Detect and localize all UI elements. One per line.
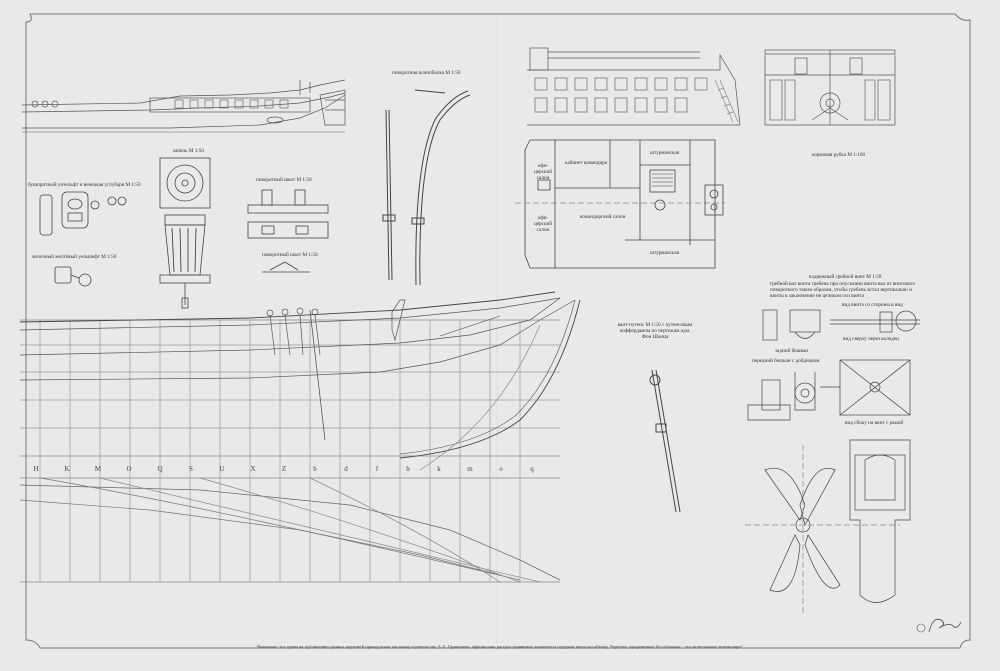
helmsman-bottom-label: штурманская: [650, 250, 680, 256]
commander-salon-label: командирский салон: [580, 214, 626, 220]
bow-cleat-drawing: [39, 191, 127, 236]
frame-letter: b: [313, 465, 317, 473]
frame-letter: X: [250, 465, 256, 473]
frame-letter: H: [33, 465, 39, 473]
signature-mark: [913, 612, 963, 638]
cabin-commander-label: кабинет командира: [565, 160, 608, 166]
gear-front-label: задний бешкан: [775, 348, 809, 354]
frame-letter: U: [219, 465, 225, 473]
frame-letter: h: [406, 465, 410, 473]
stern-cabin-label: кормовая рубка М 1:100: [812, 152, 866, 158]
turn-winch-label-1: поворотный шкот М 1:50: [256, 177, 312, 183]
frame-letter: k: [437, 465, 441, 473]
frame-letter: Q: [157, 465, 163, 473]
officer-salon-label-2: офи- церский салон: [533, 215, 553, 233]
gear-bottom-label: передний бешкан с добдицком: [752, 358, 820, 364]
capstan-label: шпиль М 1:50: [173, 148, 204, 154]
gear-desc-label: гребной вал винта гребень при опускании …: [770, 281, 916, 299]
gear-top-label: вид сверху через колодец: [843, 336, 899, 342]
bow-cleat-label: бушпритный унтельфт и венецкая углубаря …: [28, 182, 141, 188]
iron-cleat-drawing: [54, 266, 92, 287]
propeller-gear-drawing: [745, 309, 920, 615]
gear-side-label: вид винта со стороны в вид: [842, 302, 903, 308]
turn-winch-label-2: поворотный шкот М 1:50: [262, 252, 318, 258]
iron-cleat-label: железный желтёвый уельшефт М 1:50: [32, 254, 117, 260]
frame-letter: f: [375, 465, 379, 473]
frame-letter: M: [94, 465, 102, 473]
frame-letter: q: [530, 465, 534, 473]
frame-letter: d: [344, 465, 348, 473]
frame-letter: K: [64, 465, 70, 473]
chainplate-drawing: [649, 369, 681, 513]
davit-label: поворотная шлюпбалка М 1:50: [392, 70, 461, 76]
propeller-view-label: вид сбоку на винт с рамой: [845, 420, 904, 426]
capstan-drawing: [159, 157, 211, 309]
deck-plan: [515, 139, 725, 269]
frame-letter: S: [189, 465, 193, 473]
frame-letter: m: [467, 465, 473, 473]
officer-salon-label-1: офи- церский салон: [533, 163, 553, 181]
turn-winch-drawing: [247, 189, 329, 273]
deckhouse-elevation: [527, 47, 741, 126]
top-side-elevation: [21, 79, 346, 133]
frame-letter: O: [126, 465, 132, 473]
stern-cabin-drawing: [764, 49, 896, 126]
frame-letter: Z: [281, 465, 287, 473]
copyright-footer: Внимание: все права на публикацию данных…: [257, 644, 743, 649]
hull-lines-plan: [19, 291, 581, 583]
frame-letter: o: [499, 465, 503, 473]
chainplate-label: вант-путенс М 1:50 с путенсовым кофферда…: [617, 322, 693, 340]
helmsman-top-label: штурманская: [650, 150, 680, 156]
gear-title-label: подвижный гребной винт М 1:50: [808, 274, 882, 280]
davit-drawing: [382, 89, 471, 286]
